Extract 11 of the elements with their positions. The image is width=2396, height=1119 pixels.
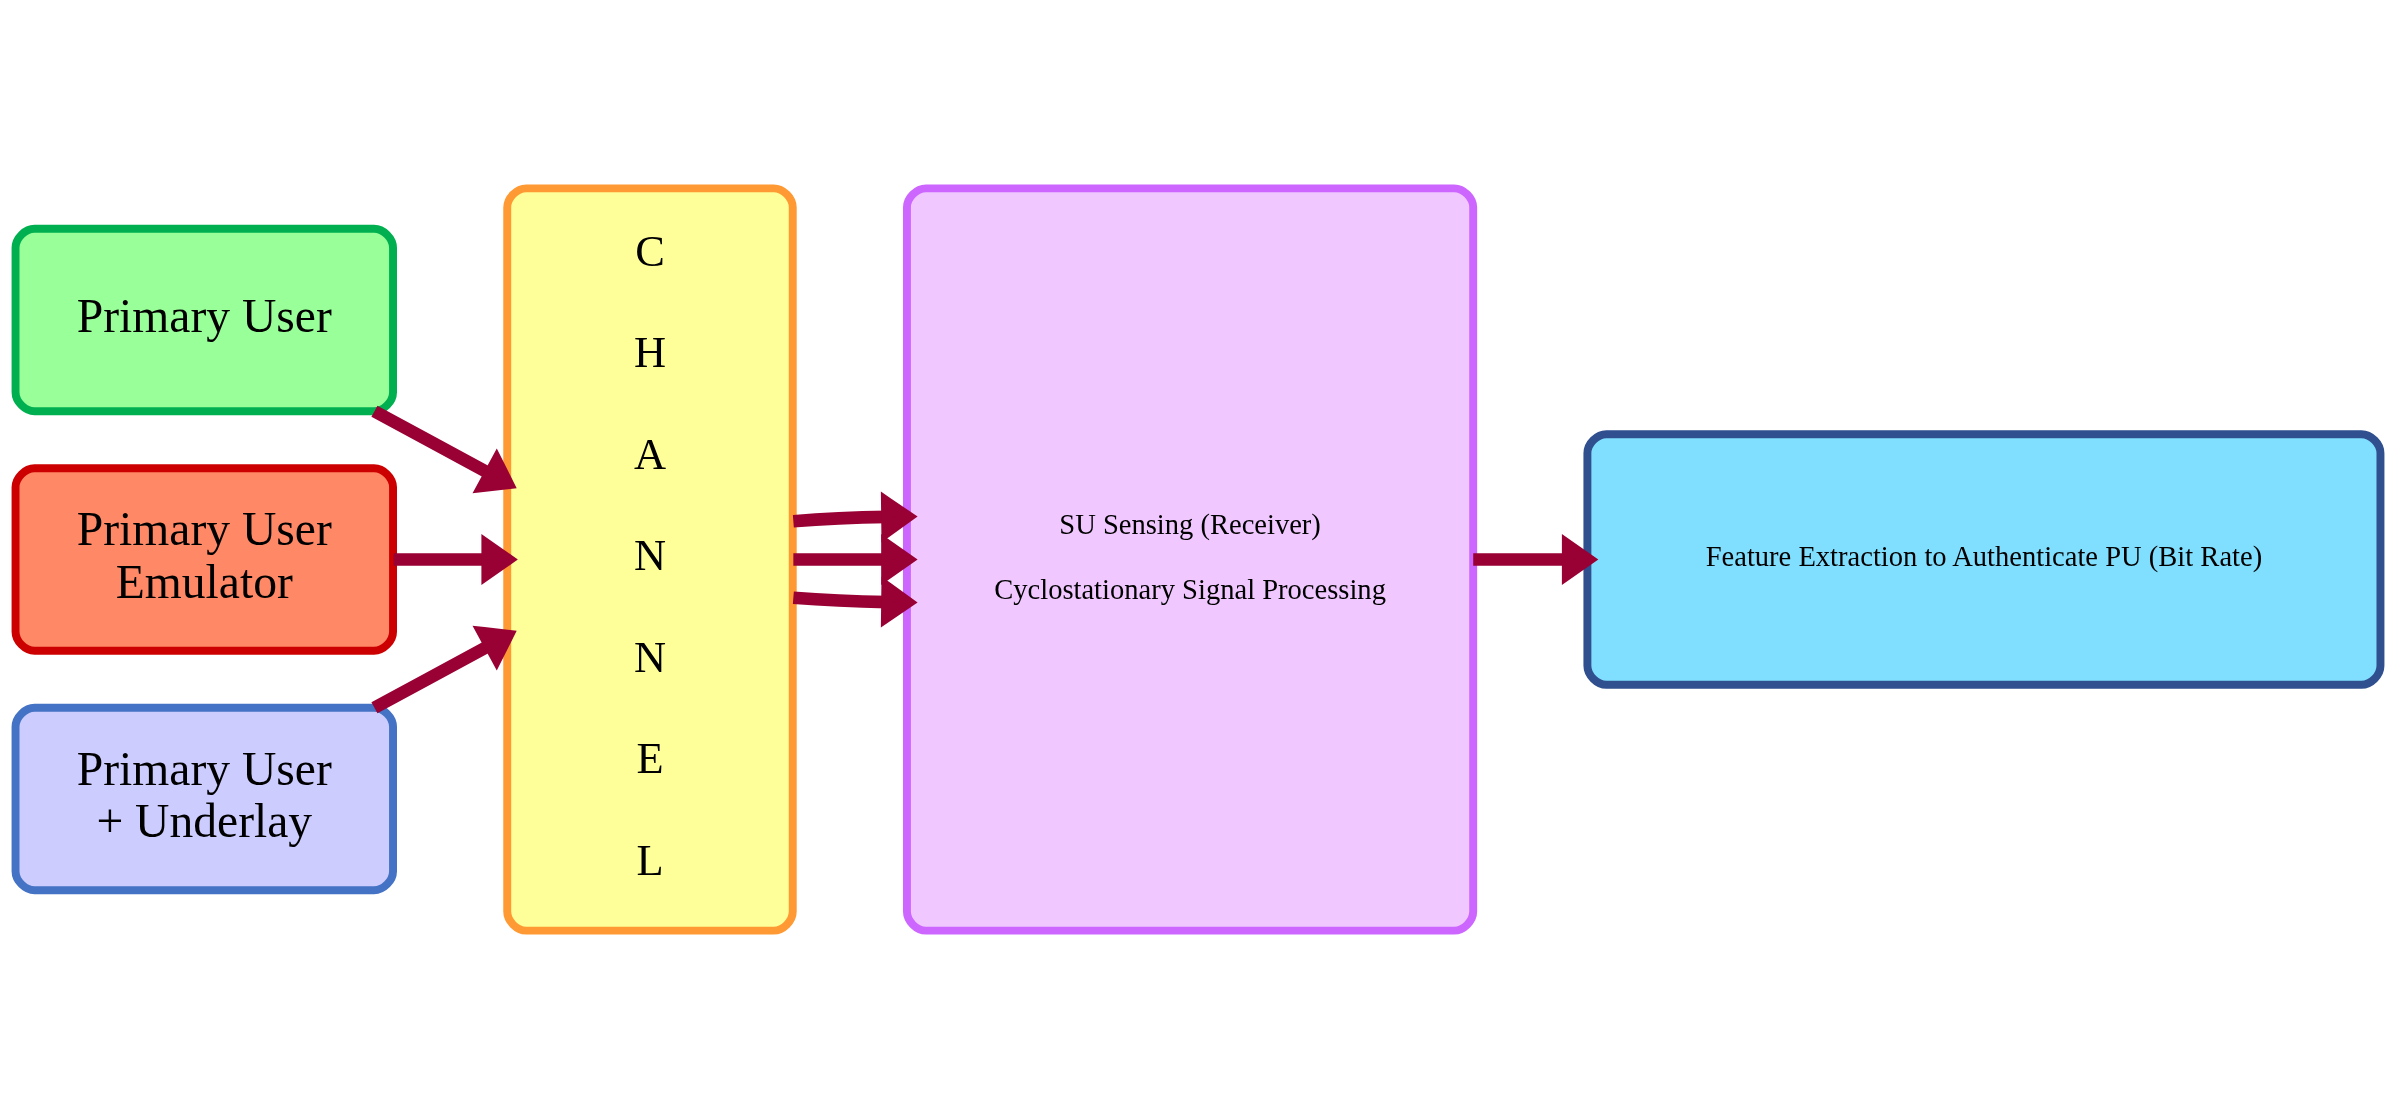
arrow xyxy=(393,534,518,585)
node-box: Primary User Emulator xyxy=(11,464,397,655)
node-box: Primary User xyxy=(11,224,397,416)
node-box: Primary User + Underlay xyxy=(11,703,397,895)
node-box: CHANNEL xyxy=(503,184,797,935)
arrow xyxy=(1473,534,1599,585)
node-box: Feature Extraction to Authenticate PU (Bit Rate) xyxy=(1583,430,2385,689)
arrow xyxy=(792,491,918,543)
node-box: SU Sensing (Receiver) Cyclostationary Signal Processing xyxy=(902,184,1478,935)
arrow xyxy=(371,625,517,714)
arrow xyxy=(371,405,517,494)
